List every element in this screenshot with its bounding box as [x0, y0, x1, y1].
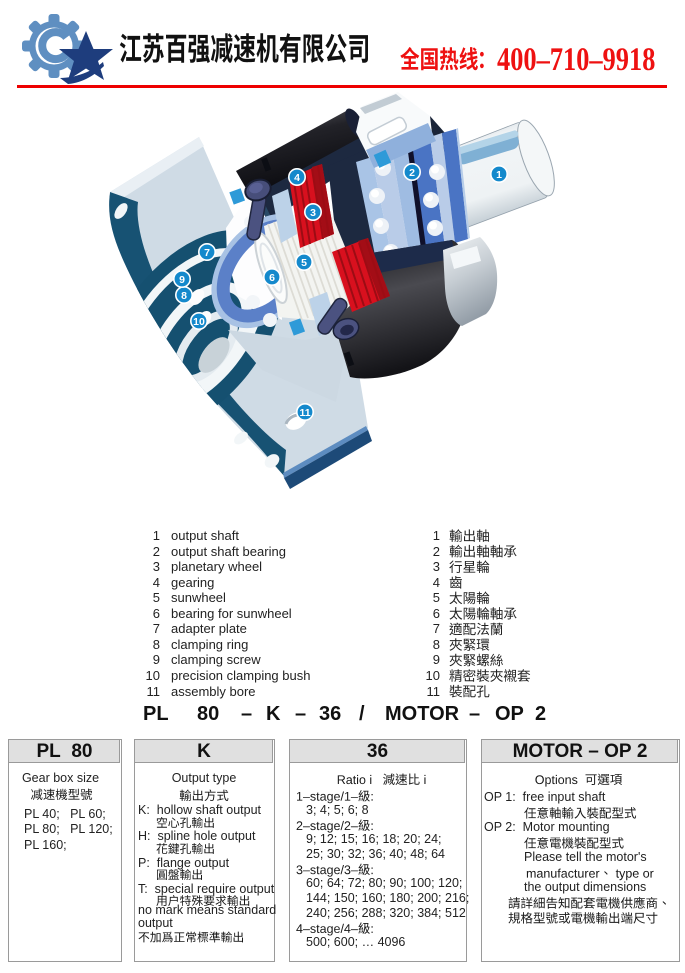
svg-text:10: 10	[193, 316, 205, 328]
svg-text:8: 8	[181, 290, 187, 302]
svg-text:4: 4	[294, 172, 300, 184]
svg-text:2: 2	[409, 167, 415, 179]
svg-text:6: 6	[269, 272, 275, 284]
svg-text:1: 1	[496, 169, 502, 181]
svg-text:9: 9	[179, 274, 185, 286]
svg-text:5: 5	[301, 257, 307, 269]
svg-text:7: 7	[204, 247, 210, 259]
svg-text:3: 3	[310, 207, 316, 219]
svg-text:11: 11	[299, 407, 310, 419]
